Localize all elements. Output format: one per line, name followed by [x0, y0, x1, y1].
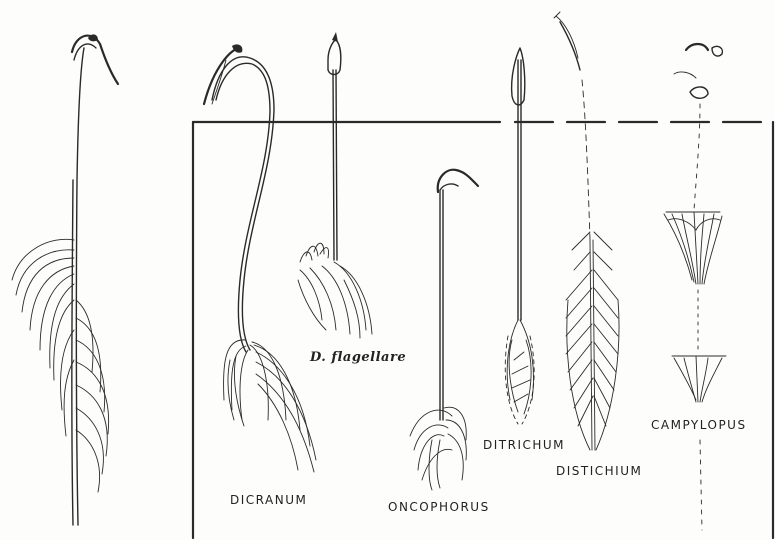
- label-oncophorus: ONCOPHORUS: [388, 500, 490, 514]
- moss-distichium: [554, 12, 619, 450]
- label-distichium: DISTICHIUM: [556, 464, 642, 478]
- label-ditrichum: DITRICHUM: [483, 438, 565, 452]
- moss-left-large: [12, 34, 118, 525]
- moss-oncophorus: [410, 170, 478, 490]
- moss-campylopus: [664, 44, 726, 530]
- moss-ditrichum: [505, 48, 534, 424]
- frame-box: [193, 122, 773, 538]
- label-flagellare: D. flagellare: [310, 350, 406, 365]
- label-campylopus: CAMPYLOPUS: [651, 418, 747, 432]
- moss-flagellare: [298, 32, 372, 338]
- label-dicranum: DICRANUM: [230, 493, 307, 507]
- moss-dicranum: [204, 44, 316, 472]
